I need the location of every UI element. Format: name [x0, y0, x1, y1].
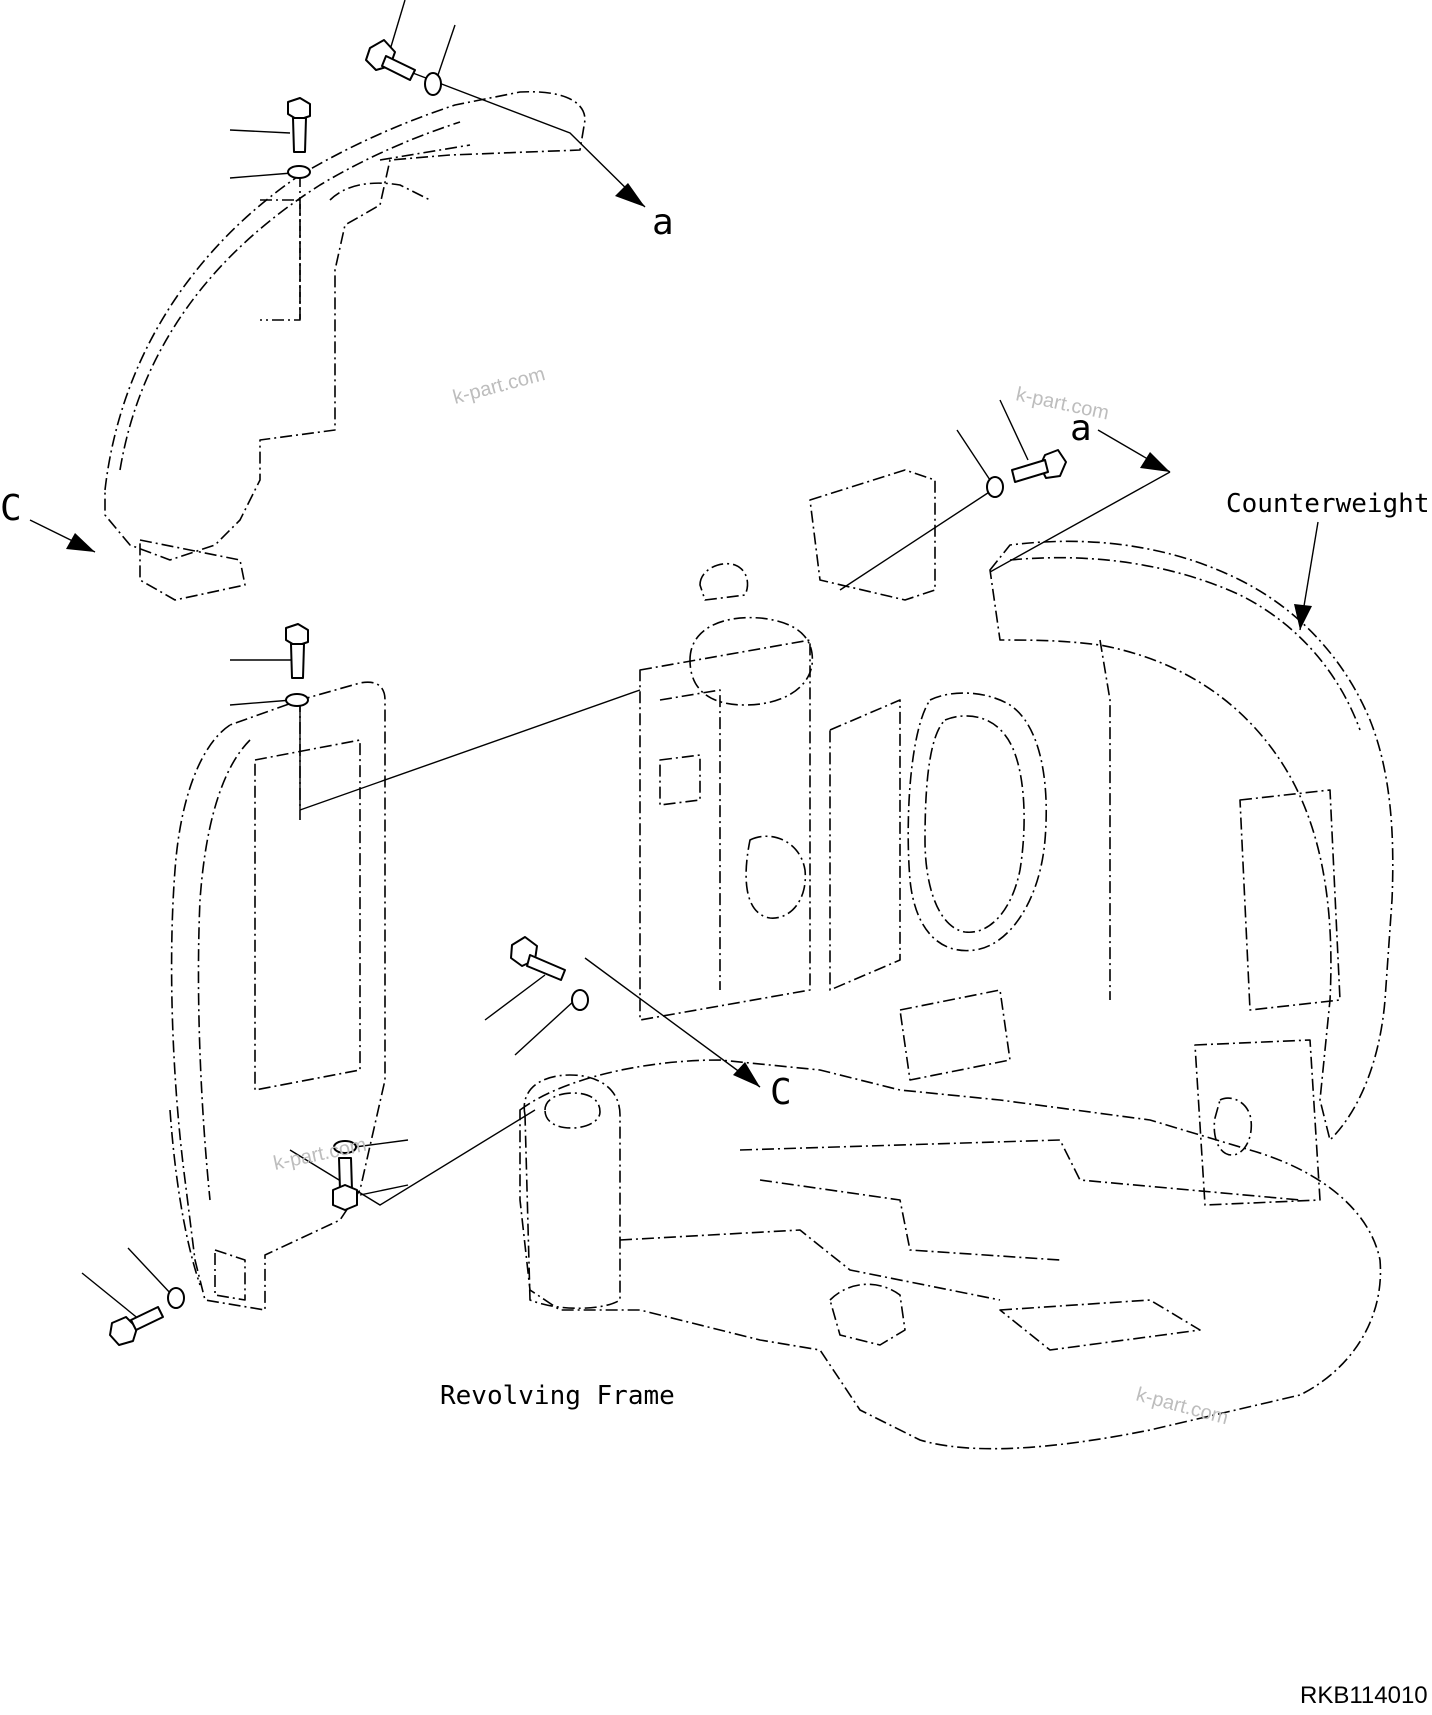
callout-a-top: a — [652, 202, 674, 243]
arrow-head-c-left — [66, 533, 95, 552]
leader-lines — [29, 0, 1171, 1321]
arrow-head-a-top — [615, 183, 645, 207]
arrow-head-a-right — [1140, 452, 1170, 472]
hex-bolt-icon — [109, 1316, 138, 1346]
center-unit — [639, 469, 936, 1021]
arrow-head-c-center — [733, 1062, 760, 1087]
revolving-frame-label: Revolving Frame — [440, 1381, 675, 1411]
hex-bolt-icon — [287, 97, 311, 121]
washer-icon — [986, 476, 1004, 498]
revolving-frame-outline — [519, 989, 1382, 1450]
hex-bolt-icon — [285, 623, 309, 647]
washer-icon — [571, 989, 589, 1011]
upper-cover-panel — [104, 90, 586, 601]
counterweight-arrow-head — [1294, 604, 1312, 630]
washer-icon — [424, 72, 442, 96]
lower-left-cover-panel — [169, 681, 386, 1311]
counterweight-outline — [907, 540, 1394, 1206]
washer-icon — [167, 1287, 185, 1309]
bolt-upper-left-1 — [287, 97, 311, 153]
bolt-right — [1011, 449, 1067, 483]
callout-c-center: C — [770, 1072, 792, 1113]
watermark: k-part.com — [451, 363, 548, 409]
bolt-lower-left-1 — [285, 623, 309, 679]
hex-bolt-icon — [332, 1184, 358, 1211]
washer-icon — [287, 165, 311, 179]
callout-a-right: a — [1070, 408, 1092, 449]
bolt-center — [510, 936, 566, 981]
washer-icon — [333, 1140, 357, 1154]
counterweight-label: Counterweight — [1226, 489, 1430, 519]
callout-c-left: C — [0, 488, 22, 529]
washer-icon — [285, 693, 309, 707]
bolt-lower-center — [332, 1157, 358, 1211]
drawing-code: RKB114010 — [1300, 1682, 1428, 1709]
bolt-bottom-left — [109, 1306, 164, 1346]
watermark: k-part.com — [1014, 383, 1111, 424]
bolt-top-center — [365, 39, 416, 81]
